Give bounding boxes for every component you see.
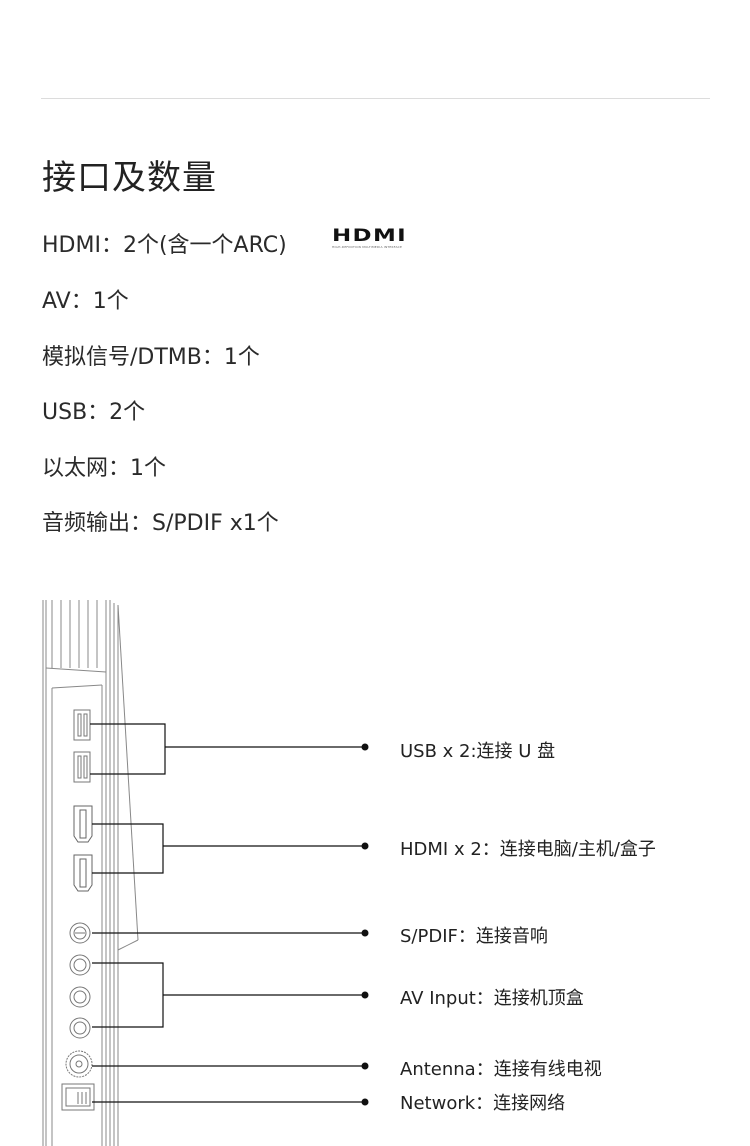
leader-dots (361, 743, 369, 1106)
tv-side-outline (42, 600, 139, 1146)
label-network: Network：连接网络 (400, 1093, 566, 1114)
hdmi-logo-text: HDMI (332, 226, 408, 246)
av-port-icon (69, 954, 91, 1039)
spec-audio-out: 音频输出：S/PDIF x1个 (42, 511, 279, 536)
spec-ethernet: 以太网：1个 (42, 456, 166, 481)
hdmi-logo-tagline: HIGH-DEFINITION MULTIMEDIA INTERFACE (332, 245, 403, 249)
label-usb: USB x 2:连接 U 盘 (400, 741, 556, 762)
hdmi-port-icon (73, 805, 93, 892)
label-hdmi: HDMI x 2：连接电脑/主机/盒子 (400, 839, 656, 860)
spec-analog: 模拟信号/DTMB：1个 (42, 345, 260, 370)
spec-hdmi: HDMI：2个(含一个ARC) (42, 233, 287, 258)
spdif-port-icon (69, 922, 91, 944)
spec-av: AV：1个 (42, 289, 129, 314)
spec-usb: USB：2个 (42, 400, 146, 425)
usb-port-icon (73, 709, 91, 783)
network-port-icon (61, 1083, 95, 1111)
leader-lines (90, 723, 365, 1103)
antenna-port-icon (65, 1050, 93, 1078)
label-antenna: Antenna：连接有线电视 (400, 1059, 602, 1080)
section-title: 接口及数量 (42, 158, 217, 198)
divider (41, 98, 710, 99)
hdmi-logo: HDMI HIGH-DEFINITION MULTIMEDIA INTERFAC… (332, 228, 422, 251)
label-spdif: S/PDIF：连接音响 (400, 926, 548, 947)
label-av-input: AV Input：连接机顶盒 (400, 988, 584, 1009)
port-diagram (42, 600, 369, 1146)
